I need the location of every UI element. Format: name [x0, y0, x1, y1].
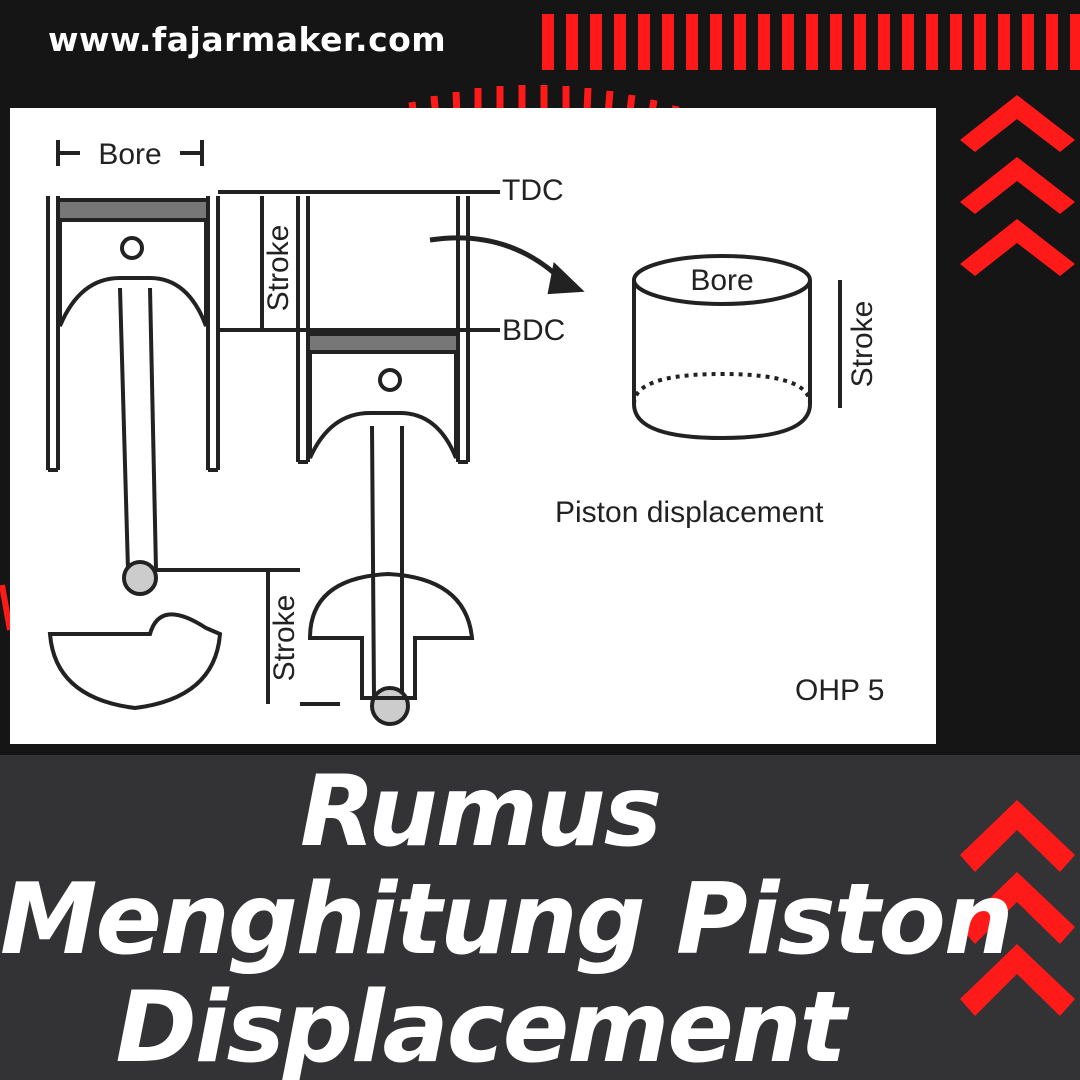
title-banner [0, 755, 1080, 1080]
bore-label-left: Bore [98, 138, 161, 171]
stroke-label-lower: Stroke [268, 595, 301, 682]
title-line-3: Displacement [115, 971, 847, 1080]
red-dashed-arc [386, 85, 680, 130]
chevron-up-icon [960, 800, 1075, 1016]
bdc-label: BDC [502, 314, 565, 347]
piston-diagram: Bore TDC BDC Bore Stroke Stroke Stroke P… [10, 108, 936, 744]
bore-label-cylinder: Bore [690, 264, 753, 297]
piston-diagram-drawing: Bore TDC BDC Bore Stroke Stroke Stroke P… [46, 138, 885, 726]
red-stripe-bar [542, 14, 1080, 70]
tdc-label: TDC [502, 174, 564, 207]
stroke-label-upper: Stroke [262, 225, 295, 312]
stroke-label-cylinder: Stroke [846, 301, 879, 388]
site-url[interactable]: www.fajarmaker.com [48, 20, 447, 59]
page-title: Rumus Menghitung Piston Displacement [0, 755, 1014, 1080]
displacement-caption: Piston displacement [555, 496, 824, 529]
red-stripe-left [0, 584, 13, 631]
title-line-1: Rumus [299, 755, 662, 869]
chevron-up-icon [960, 95, 1075, 276]
title-line-2: Menghitung Piston [0, 863, 1014, 977]
slide-id: OHP 5 [795, 674, 885, 707]
